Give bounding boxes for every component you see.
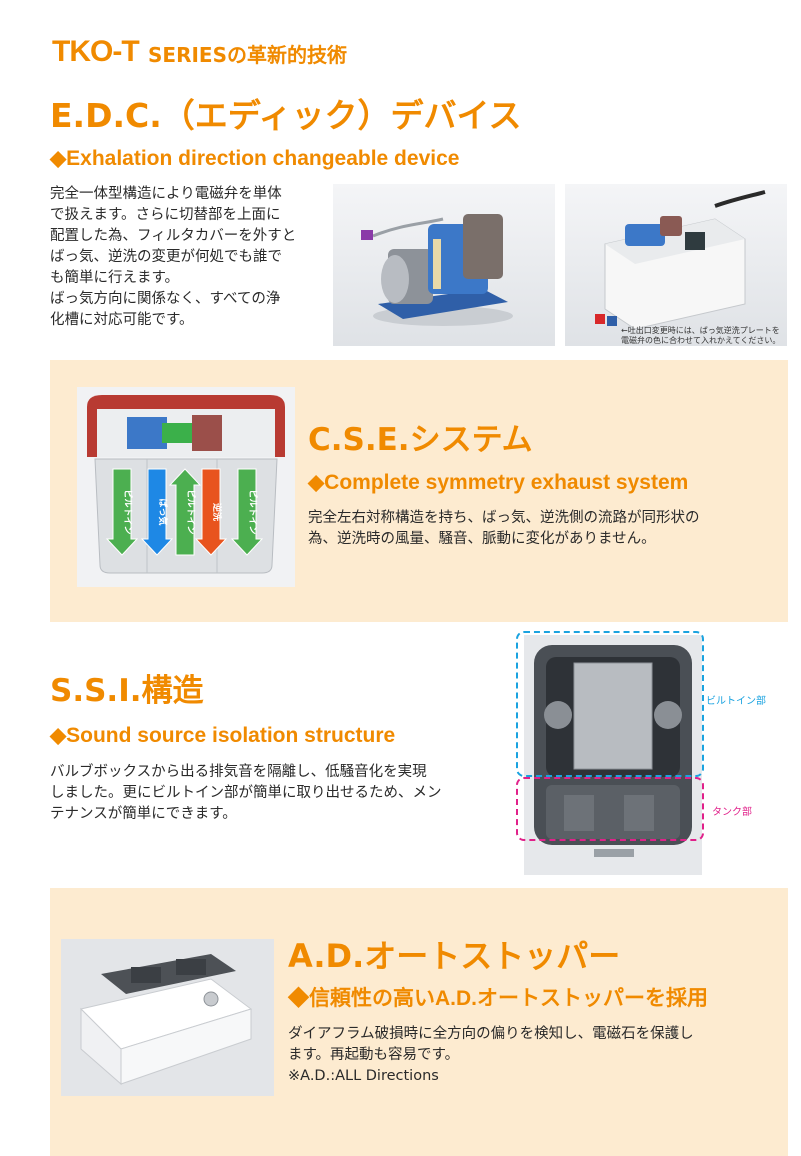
- edc-body: 完全一体型構造により電磁弁を単体 で扱えます。さらに切替部を上面に 配置した為、…: [50, 184, 340, 331]
- brand-logo: TKO-T: [52, 35, 140, 68]
- ssi-body-line: バルブボックスから出る排気音を隔離し、低騒音化を実現: [50, 764, 427, 780]
- edc-subtitle: ◆Exhalation direction changeable device: [50, 147, 460, 170]
- flow-arrow: ビルトイン: [168, 468, 202, 556]
- edc-body-line: 配置した為、フィルタカバーを外すと: [50, 228, 297, 244]
- cse-body-line: 完全左右対称構造を持ち、ばっ気、逆洗側の流路が同形状の: [308, 510, 700, 526]
- edc-body-line: ばっ気方向に関係なく、すべての浄: [50, 291, 281, 307]
- flow-arrow: ばっ気: [140, 468, 174, 556]
- cse-body-line: 為、逆洗時の風量、騒音、脈動に変化がありません。: [308, 531, 656, 547]
- cse-subtitle: ◆Complete symmetry exhaust system: [308, 471, 689, 494]
- solenoid-valve-photo: [333, 184, 555, 346]
- cse-body: 完全左右対称構造を持ち、ばっ気、逆洗側の流路が同形状の 為、逆洗時の風量、騒音、…: [308, 508, 778, 550]
- flow-arrow-label: 逆洗: [211, 503, 223, 521]
- ad-body-line: ※A.D.:ALL Directions: [288, 1068, 439, 1084]
- ad-title: A.D.オートストッパー: [288, 937, 621, 975]
- flow-arrow-label: ビルトイン: [247, 489, 259, 534]
- builtin-label: ビルトイン部: [706, 696, 766, 707]
- photo-note-line: 電磁弁の色に合わせて入れかえてください。: [621, 336, 781, 345]
- ssi-body-line: テナンスが簡単にできます。: [50, 806, 237, 822]
- edc-body-line: も簡単に行えます。: [50, 270, 180, 286]
- cse-title: C.S.E.システム: [308, 422, 533, 458]
- edc-title: E.D.C.（エディック）デバイス: [50, 96, 522, 135]
- cse-cutaway-image: ビルトイン ばっ気 ビルトイン 逆洗 ビルトイン: [77, 387, 295, 587]
- flow-arrows-svg: ビルトイン ばっ気 ビルトイン 逆洗 ビルトイン: [105, 468, 264, 556]
- photo-note-line: ←吐出口変更時には、ばっ気逆洗プレートを: [621, 326, 780, 335]
- flow-arrow: 逆洗: [194, 468, 228, 556]
- edc-body-line: で扱えます。さらに切替部を上面に: [50, 207, 281, 223]
- flow-arrow-label: ビルトイン: [122, 489, 134, 534]
- edc-body-line: 化槽に対応可能です。: [50, 312, 194, 328]
- edc-body-line: ばっ気、逆洗の変更が何処でも誰で: [50, 249, 282, 265]
- ssi-subtitle: ◆Sound source isolation structure: [50, 724, 396, 747]
- flow-arrow: ビルトイン: [230, 468, 264, 556]
- unit-top-photo: ←吐出口変更時には、ばっ気逆洗プレートを 電磁弁の色に合わせて入れかえてください…: [565, 184, 787, 346]
- flow-arrow: ビルトイン: [105, 468, 139, 556]
- ssi-title: S.S.I.構造: [50, 673, 204, 709]
- ssi-body: バルブボックスから出る排気音を隔離し、低騒音化を実現 しました。更にビルトイン部…: [50, 762, 510, 825]
- builtin-highlight: [516, 631, 704, 777]
- flow-arrows: ビルトイン ばっ気 ビルトイン 逆洗 ビルトイン: [77, 387, 295, 587]
- tank-highlight: [516, 777, 704, 841]
- auto-stopper-image: [61, 939, 274, 1096]
- photo-note: ←吐出口変更時には、ばっ気逆洗プレートを 電磁弁の色に合わせて入れかえてください…: [621, 326, 787, 346]
- ad-body: ダイアフラム破損時に全方向の偏りを検知し、電磁石を保護し ます。再起動も容易です…: [288, 1024, 783, 1087]
- edc-body-line: 完全一体型構造により電磁弁を単体: [50, 186, 282, 202]
- ad-subtitle: ◆信頼性の高いA.D.オートストッパーを採用: [288, 987, 708, 1010]
- ssi-topview-image: [524, 635, 702, 875]
- ad-body-line: ダイアフラム破損時に全方向の偏りを検知し、電磁石を保護し: [288, 1026, 694, 1042]
- flow-arrow-label: ビルトイン: [185, 489, 197, 534]
- ad-body-line: ます。再起動も容易です。: [288, 1047, 460, 1063]
- flow-arrow-label: ばっ気: [157, 498, 169, 525]
- ssi-body-line: しました。更にビルトイン部が簡単に取り出せるため、メン: [50, 785, 442, 801]
- tank-label: タンク部: [712, 807, 752, 818]
- page-heading: SERIESの革新的技術: [148, 43, 347, 67]
